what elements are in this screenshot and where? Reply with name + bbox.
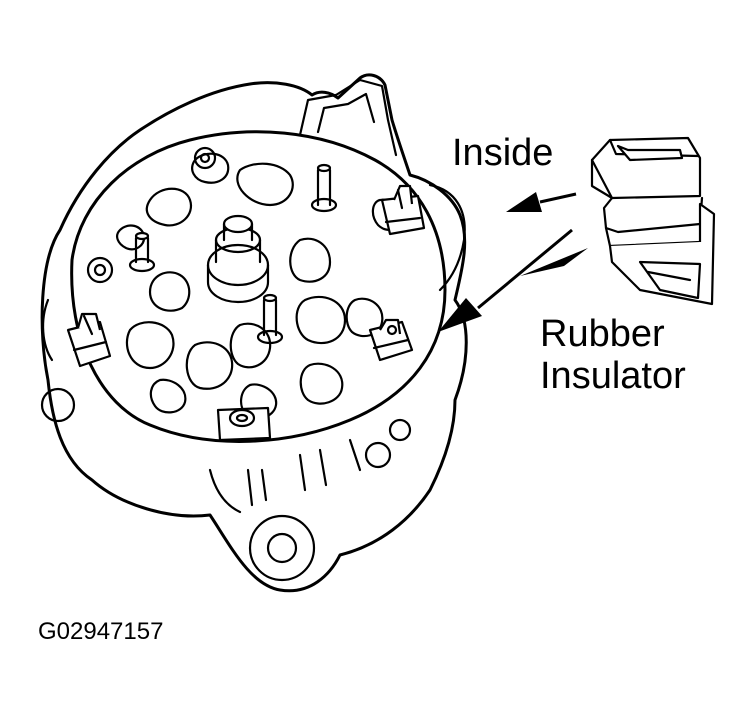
rear-cover	[70, 130, 447, 443]
figure-code: G02947157	[38, 618, 164, 645]
rotor-shaft	[206, 214, 270, 304]
label-inside: Inside	[452, 132, 554, 174]
label-rubber-insulator: Rubber Insulator	[540, 313, 686, 398]
mounted-rubber-insulators	[66, 184, 426, 442]
arrow-rubber-insulator	[438, 228, 588, 332]
terminal-studs	[128, 163, 338, 345]
label-insulator: Insulator	[540, 354, 686, 397]
arrow-inside	[506, 192, 577, 212]
rubber-insulator-part	[590, 136, 716, 306]
alternator-housing	[40, 73, 468, 593]
label-rubber: Rubber	[540, 313, 665, 355]
